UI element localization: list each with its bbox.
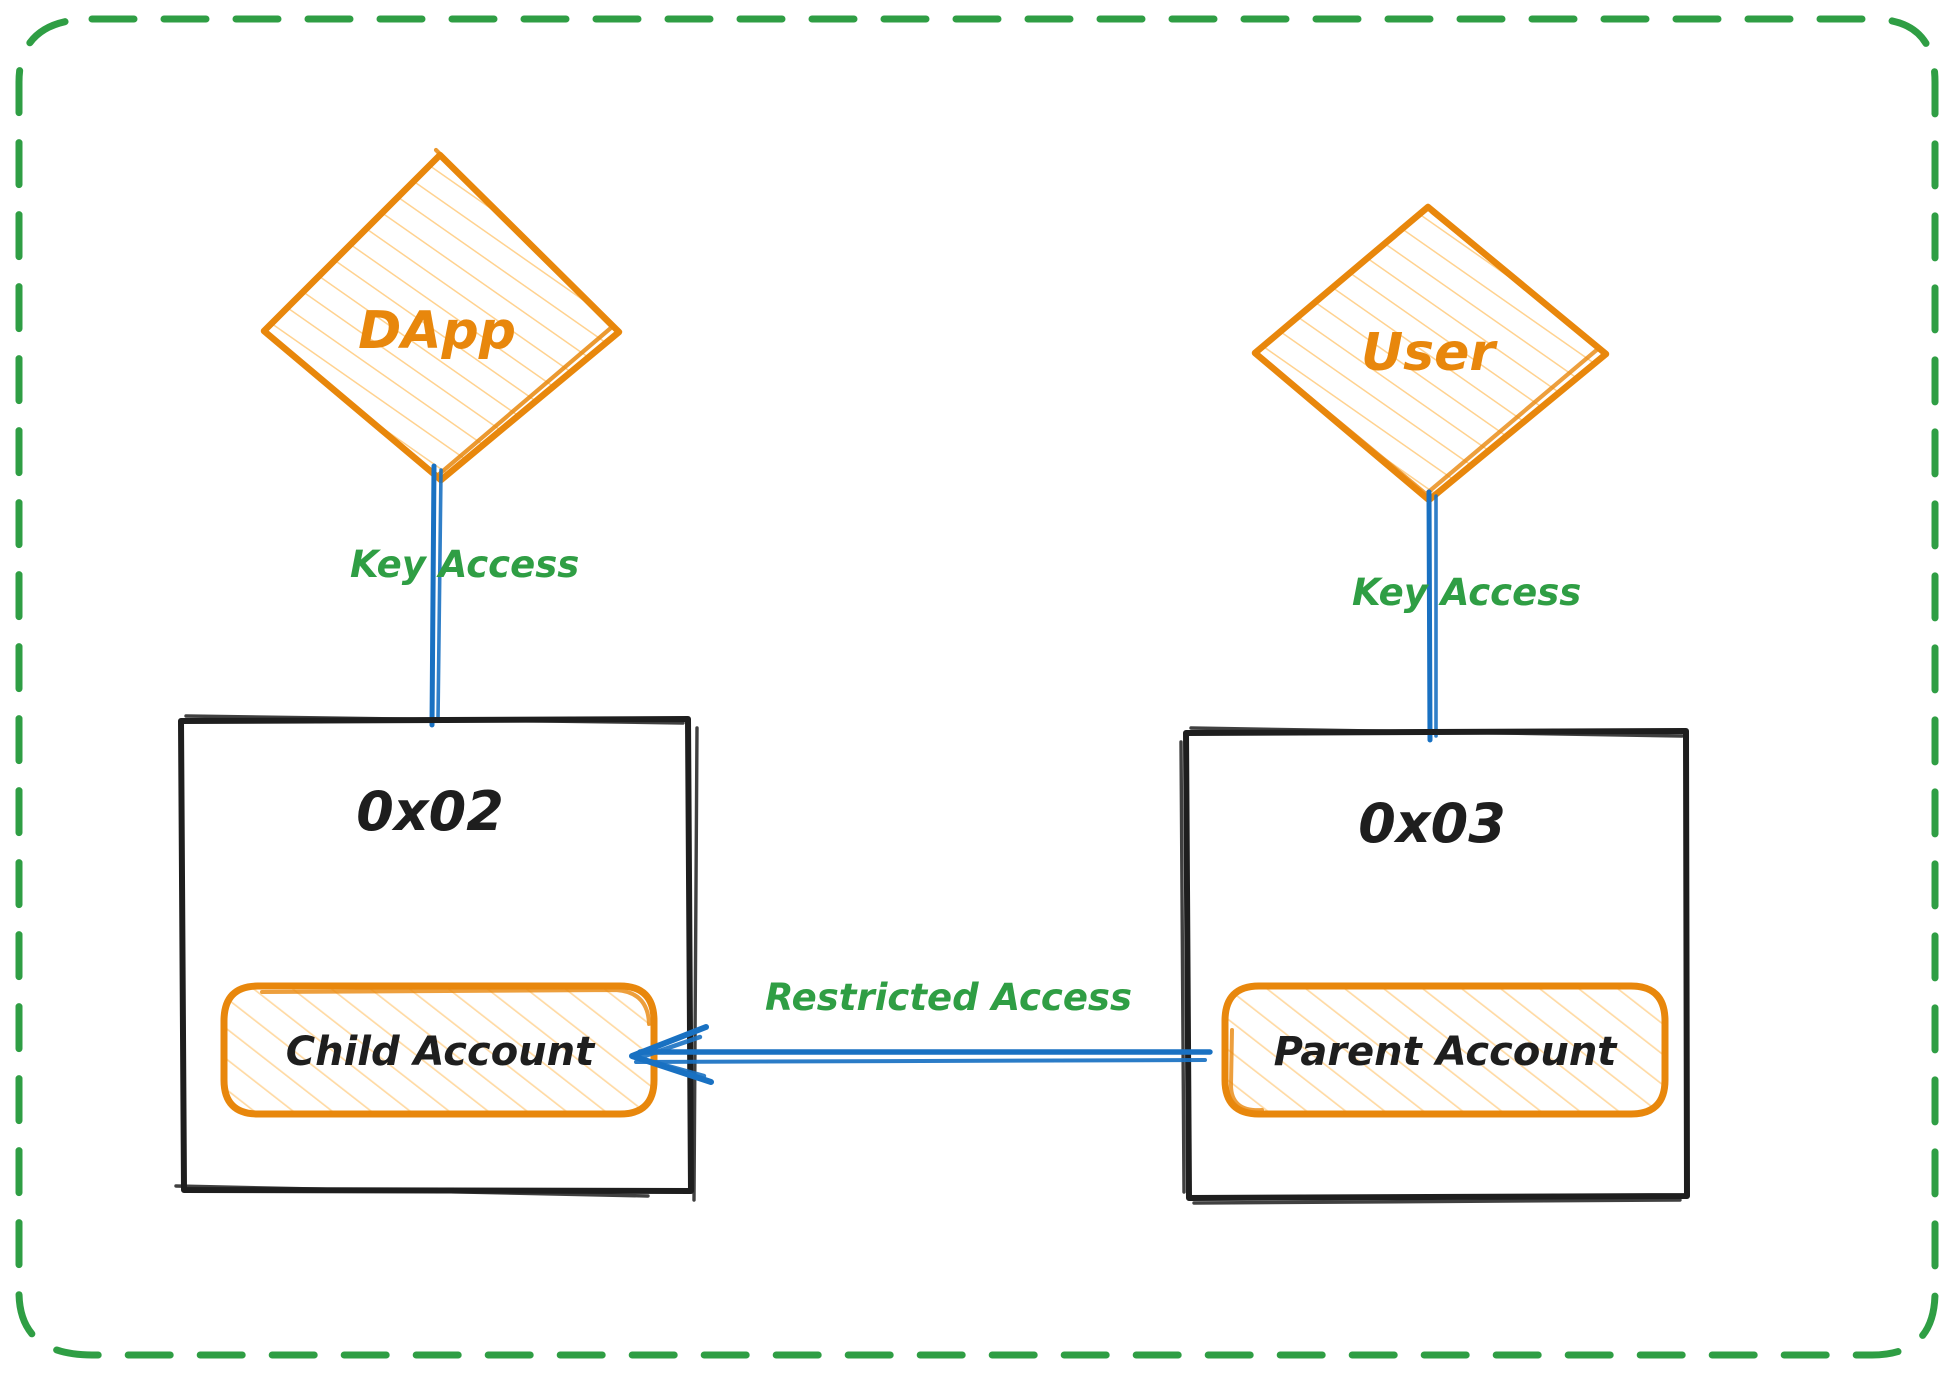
node-child-account[interactable]: Child Account [220,982,658,1118]
dapp-outline-2 [265,147,615,479]
edge-user-to-parent[interactable]: Key Access [1352,489,1581,743]
node-dapp-label: DApp [358,301,516,361]
parent-account-outline [1221,982,1669,1118]
edge-dapp-to-child[interactable]: Key Access [350,463,579,728]
user-outline-2 [1256,209,1602,497]
node-child-account-label: Child Account [286,1029,596,1075]
box03-outline-2 [1179,726,1684,1205]
restricted-arrowhead-2 [636,1034,707,1079]
edge-user-label: Key Access [1352,571,1581,614]
node-parent-account[interactable]: Parent Account [1221,982,1669,1118]
node-user-label: User [1361,323,1498,383]
node-parent-account-label: Parent Account [1274,1029,1619,1075]
edge-dapp-label: Key Access [350,543,579,586]
parent-account-outline-2 [1228,1028,1264,1113]
child-account-outline [220,982,658,1118]
edge-restricted-label: Restricted Access [765,976,1132,1019]
node-box03-label: 0x03 [1358,792,1506,855]
edge-user-line-1 [1426,489,1433,743]
node-user[interactable]: User [1251,203,1610,504]
edge-dapp-line-1 [429,463,437,728]
dashed-boundary [15,15,1939,1359]
restricted-arrowhead-1 [629,1024,714,1085]
restricted-arrow-line-2 [634,1058,1207,1064]
edge-dapp-line-2 [436,468,443,722]
parent-account-fill [1225,987,1665,1113]
node-box02[interactable]: 0x02 [174,714,699,1202]
node-box03[interactable]: 0x03 [1179,726,1690,1205]
child-account-outline-2 [260,987,651,1026]
node-dapp[interactable]: DApp [260,147,623,484]
edge-parent-to-child[interactable]: Restricted Access [629,976,1213,1085]
box02-outline-2 [174,714,699,1202]
child-account-fill [224,987,652,1113]
node-box02-label: 0x02 [356,780,504,843]
